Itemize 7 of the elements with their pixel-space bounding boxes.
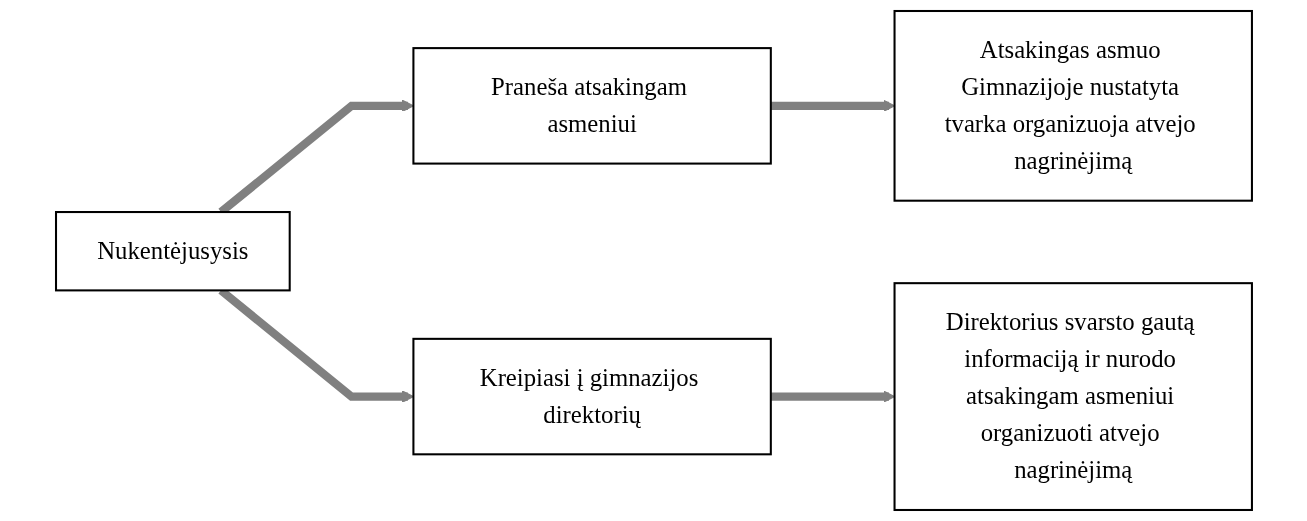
node-box: Praneša atsakingam asmeniui bbox=[411, 47, 772, 165]
node-box: Nukentėjusysis bbox=[54, 211, 291, 292]
node-box: Direktorius svarsto gautą informaciją ir nurodo atsakingam asmeniui organizuoti atvejo nagrinėjimą bbox=[893, 282, 1253, 511]
node-box: Kreipiasi į gimnazijos direktorių bbox=[411, 337, 772, 456]
node-box: Atsakingas asmuo Gimnazijoje nustatyta tvarka organizuoja atvejo nagrinėjimą bbox=[893, 9, 1253, 202]
arrow bbox=[770, 99, 895, 112]
arrow bbox=[770, 390, 895, 403]
